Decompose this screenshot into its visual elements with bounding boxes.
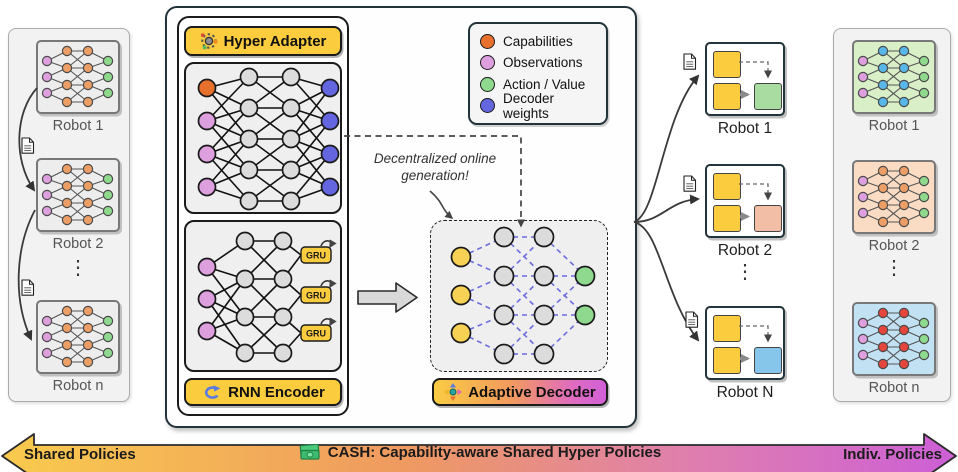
robot-output-box-n — [705, 306, 785, 380]
cash-icon — [299, 444, 320, 460]
legend-item-decoder-weights: Decoder weights — [480, 91, 596, 121]
deploy-arrow-robotn — [633, 221, 700, 342]
banner-shared-policies: Shared Policies — [24, 446, 136, 463]
weights-square — [713, 51, 741, 78]
legend-item-observations: Observations — [480, 52, 596, 73]
weights-square — [713, 347, 741, 374]
left-robot2-label: Robot 2 — [52, 236, 104, 252]
decentralized-annotation: Decentralized online generation! — [355, 150, 515, 184]
banner-cash-text: CASH: Capability-aware Shared Hyper Poli… — [327, 444, 662, 461]
output-robot1-label: Robot 1 — [717, 120, 773, 137]
indiv-policy-thumb-n — [852, 302, 936, 376]
legend-label: Observations — [503, 55, 583, 71]
weights-square — [713, 315, 741, 342]
result-square — [754, 347, 782, 374]
move-arrows-icon — [444, 383, 463, 401]
capabilities-color-dot — [480, 34, 495, 50]
hyper-adapter-label: Hyper Adapter — [223, 32, 327, 50]
output-robot2-label: Robot 2 — [717, 242, 773, 259]
annotation-line1: Decentralized online — [373, 151, 497, 166]
rnn-encoder-pill: RNN Encoder — [184, 378, 342, 406]
result-square — [754, 83, 782, 110]
adaptive-decoder-box — [430, 220, 608, 372]
left-ellipsis: ⋮ — [68, 257, 88, 279]
annotation-line2: generation! — [401, 168, 469, 183]
weights-square — [713, 205, 741, 232]
banner-cash-title: CASH: Capability-aware Shared Hyper Poli… — [260, 444, 700, 461]
shared-policy-thumb-2 — [36, 158, 120, 232]
right-robotn-label: Robot n — [868, 380, 920, 396]
hyper-network-box — [184, 62, 342, 214]
adaptive-decoder-pill: Adaptive Decoder — [432, 378, 608, 406]
weights-square — [713, 173, 741, 200]
document-icon — [685, 311, 699, 328]
left-robot1-label: Robot 1 — [52, 118, 104, 134]
robot-output-box-2 — [705, 164, 785, 238]
banner-indiv-policies: Indiv. Policies — [843, 446, 942, 463]
deploy-arrow-robot1 — [633, 74, 700, 223]
left-robotn-label: Robot n — [52, 378, 104, 394]
output-robotn-label: Robot N — [716, 384, 774, 401]
shared-policy-thumb-1 — [36, 40, 120, 114]
right-ellipsis: ⋮ — [884, 257, 904, 279]
indiv-policy-thumb-1 — [852, 40, 936, 114]
gear-icon — [200, 33, 218, 50]
rnn-encoder-label: RNN Encoder — [228, 383, 325, 401]
legend-item-action-value: Action / Value — [480, 74, 596, 95]
decoder-weights-color-dot — [480, 98, 495, 114]
deploy-arrow-robot2 — [633, 194, 700, 223]
weights-square — [713, 83, 741, 110]
legend-label: Action / Value — [503, 76, 586, 92]
robot-output-box-1 — [705, 42, 785, 116]
right-robot1-label: Robot 1 — [868, 118, 920, 134]
legend-label: Decoder weights — [503, 90, 555, 121]
indiv-policy-thumb-2 — [852, 160, 936, 234]
action-value-color-dot — [480, 76, 495, 92]
shared-policy-thumb-n — [36, 300, 120, 374]
rnn-network-box — [184, 220, 342, 372]
output-ellipsis: ⋮ — [735, 261, 755, 283]
adaptive-decoder-label: Adaptive Decoder — [468, 383, 596, 401]
observations-color-dot — [480, 55, 495, 71]
loop-icon — [205, 384, 221, 399]
hyper-adapter-pill: Hyper Adapter — [184, 26, 342, 56]
legend-label: Capabilities — [503, 34, 573, 50]
legend: Capabilities Observations Action / Value… — [468, 22, 608, 125]
document-icon — [683, 53, 697, 70]
legend-item-capabilities: Capabilities — [480, 31, 596, 52]
document-icon — [683, 175, 697, 192]
result-square — [754, 205, 782, 232]
right-robot2-label: Robot 2 — [868, 238, 920, 254]
